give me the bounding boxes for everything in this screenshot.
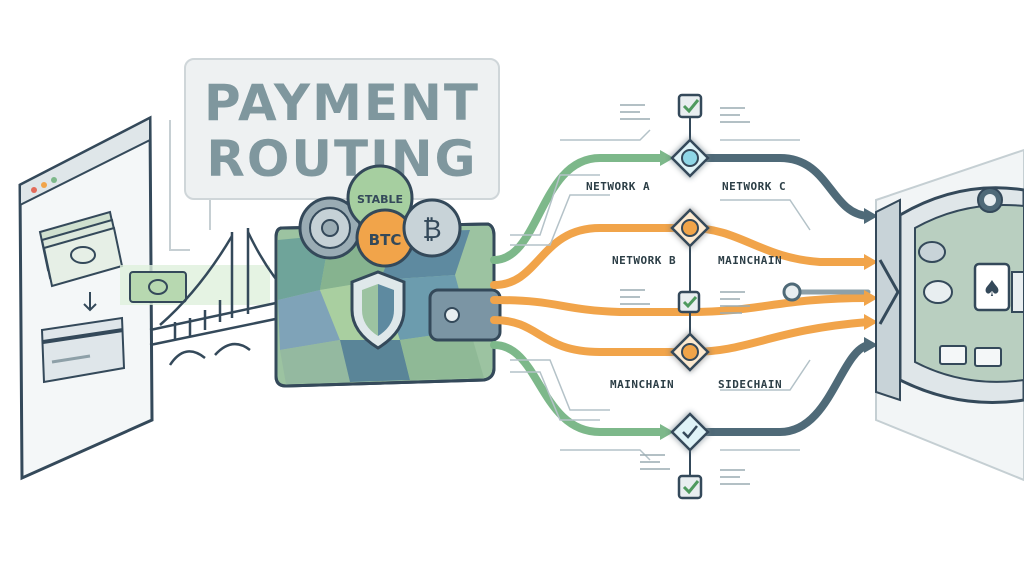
arrowhead-bottom <box>660 424 674 440</box>
checkbox-icon <box>677 93 703 119</box>
label-network-b: NETWORK B <box>612 254 677 267</box>
bitcoin-coin-icon: ₿ <box>402 198 462 258</box>
cash-stack-icon <box>38 210 124 288</box>
checkbox-icon <box>677 474 703 500</box>
stable-coin-label: STABLE <box>357 193 403 206</box>
label-network-c: NETWORK C <box>722 180 787 193</box>
poker-chip-icon <box>918 241 946 263</box>
banknote-icon <box>129 271 187 303</box>
route-node-icon <box>670 332 710 372</box>
title-box: PAYMENT ROUTING <box>184 58 500 200</box>
card-slot <box>974 347 1002 367</box>
route-node-icon <box>670 138 710 178</box>
arrowhead-r3 <box>864 290 878 306</box>
bridge-icon <box>149 228 291 366</box>
checkbox-icon <box>677 290 701 314</box>
browser-window-icon <box>18 115 154 481</box>
card-slot <box>1011 271 1024 313</box>
route-node-icon <box>670 412 710 452</box>
code-dashes <box>620 104 750 485</box>
route-slate-top <box>686 154 872 220</box>
svg-text:₿: ₿ <box>422 215 441 245</box>
circuit-lines <box>510 129 811 461</box>
down-arrow-icon <box>83 292 97 312</box>
arrowhead-r5 <box>864 337 878 353</box>
route-slate-bottom <box>686 341 872 436</box>
route-green-top <box>490 154 664 264</box>
svg-text:♠: ♠ <box>982 277 1002 302</box>
arrowhead-r1 <box>864 208 878 224</box>
route-node-mid <box>782 282 802 302</box>
arrowhead-top <box>660 150 674 166</box>
btc-coin-label: BTC <box>369 231 402 249</box>
poker-chip-icon <box>923 280 953 304</box>
card-slot <box>939 345 967 365</box>
credit-card-icon <box>40 316 126 384</box>
shield-icon <box>350 270 406 350</box>
label-mainchain-left: MAINCHAIN <box>610 378 675 391</box>
title-line-1: PAYMENT <box>203 74 481 132</box>
label-network-a: NETWORK A <box>586 180 651 193</box>
title-line-2: ROUTING <box>206 130 478 188</box>
arrowhead-r4 <box>864 314 878 330</box>
route-green-bottom <box>490 341 664 436</box>
title-connector <box>169 120 190 251</box>
label-sidechain: SIDECHAIN <box>718 378 783 391</box>
route-node-icon <box>670 208 710 248</box>
playing-card-icon: ♠ <box>973 262 1011 312</box>
arrowhead-r2 <box>864 254 878 270</box>
poker-chip-icon <box>977 187 1003 213</box>
label-mainchain-right: MAINCHAIN <box>718 254 783 267</box>
btc-coin-icon: BTC <box>355 208 415 268</box>
